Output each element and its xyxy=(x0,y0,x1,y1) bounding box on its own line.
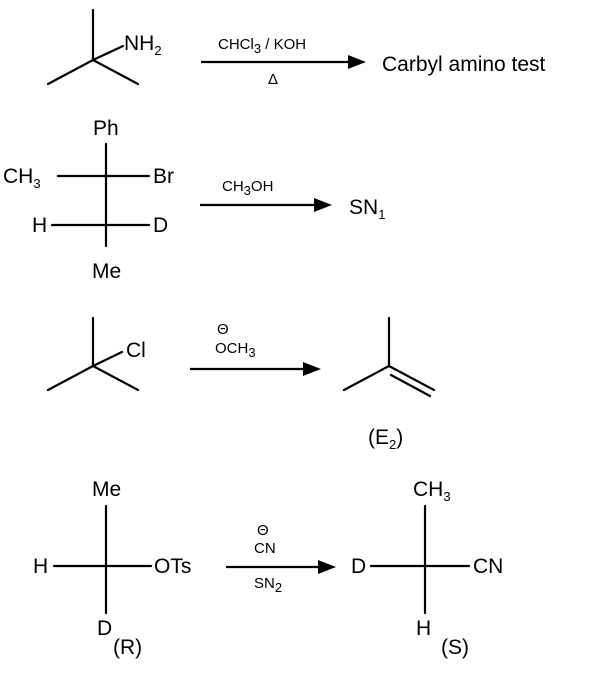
bottom-substituent: Me xyxy=(92,260,121,283)
top-substituent: Ph xyxy=(93,117,119,140)
left-substituent: H xyxy=(33,555,48,578)
reaction-3: Cl Θ OCH3 (E2) xyxy=(46,316,436,452)
product-label: Carbyl amino test xyxy=(382,53,546,76)
bond xyxy=(91,350,124,368)
arrow-head xyxy=(303,362,321,376)
charge-symbol: Θ xyxy=(257,522,269,539)
bond xyxy=(342,364,391,392)
double-bond xyxy=(389,373,432,398)
reaction-1: NH2 CHCl3 / KOH Δ Carbyl amino test xyxy=(46,8,546,88)
reagent-label: CN xyxy=(254,540,276,557)
top-substituent: Me xyxy=(92,478,121,501)
right-substituent: Br xyxy=(153,165,174,188)
reaction-4: Me H OTs D (R) Θ CN SN2 CH3 D CN H (S) xyxy=(33,478,503,659)
bottom-left-substituent: H xyxy=(32,214,47,237)
arrow-head xyxy=(318,560,336,574)
right-substituent: OTs xyxy=(154,555,191,578)
product-configuration-label: (S) xyxy=(441,636,469,659)
reagent-label: OCH3 xyxy=(215,340,256,360)
mechanism-label: SN1 xyxy=(349,196,385,222)
product-top-substituent: CH3 xyxy=(413,478,451,504)
product-bottom-substituent: H xyxy=(416,617,431,640)
bond xyxy=(91,58,140,86)
mechanism-label: SN2 xyxy=(254,575,282,595)
arrow-head xyxy=(314,198,332,212)
reagent-label: CH3OH xyxy=(222,178,273,198)
bond xyxy=(91,364,140,392)
bond xyxy=(91,44,125,62)
configuration-label: (R) xyxy=(113,636,142,659)
reaction-2: Ph CH3 Br H D Me CH3OH SN1 xyxy=(3,117,385,283)
double-bond xyxy=(387,364,436,392)
product-right-substituent: CN xyxy=(473,555,503,578)
leaving-group-label: Cl xyxy=(126,339,146,362)
charge-symbol: Θ xyxy=(217,321,229,338)
arrow-head xyxy=(348,55,366,69)
heat-symbol: Δ xyxy=(268,71,278,88)
mechanism-label: (E2) xyxy=(368,426,403,452)
amine-group-label: NH2 xyxy=(124,32,162,58)
left-substituent: CH3 xyxy=(3,165,41,191)
bond xyxy=(46,364,95,392)
bottom-substituent: D xyxy=(97,617,112,640)
reagent-label: CHCl3 / KOH xyxy=(218,36,306,56)
product-left-substituent: D xyxy=(351,555,366,578)
bond xyxy=(46,58,95,86)
bottom-right-substituent: D xyxy=(153,214,168,237)
